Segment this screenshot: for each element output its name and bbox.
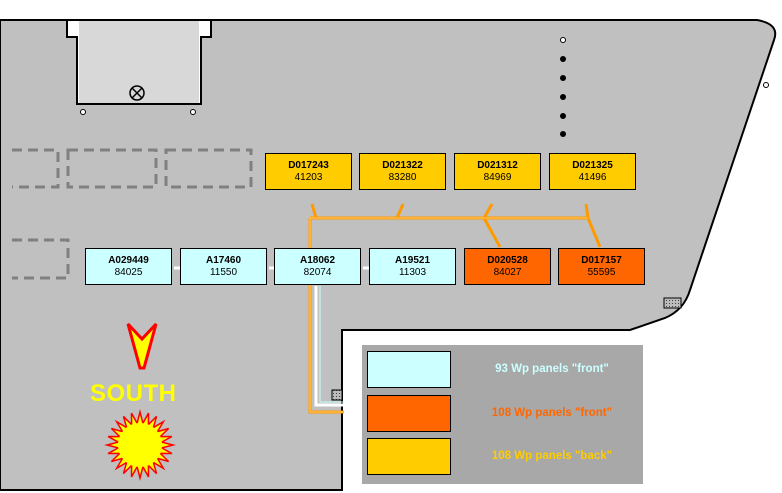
south-label: SOUTH xyxy=(90,380,177,407)
panel-id: D021325 xyxy=(572,160,613,171)
panel-id: A19521 xyxy=(394,255,431,266)
legend-label-front93: 93 Wp panels "front" xyxy=(495,363,609,375)
panel-number: 84027 xyxy=(493,267,522,278)
legend: 93 Wp panels "front" 108 Wp panels "fron… xyxy=(361,344,643,484)
panel-number: 84025 xyxy=(114,267,143,278)
legend-swatch-back108 xyxy=(367,438,451,475)
panel-number: 11303 xyxy=(398,267,427,278)
cross-circle-icon xyxy=(129,85,145,101)
panel-number: 11550 xyxy=(209,267,238,278)
panel-id: D021322 xyxy=(382,160,423,171)
panel-number: 41203 xyxy=(294,172,323,183)
panel-id: A029449 xyxy=(108,255,149,266)
legend-label-back108: 108 Wp panels "back" xyxy=(491,450,613,462)
sun-icon xyxy=(104,409,176,481)
panel-number: 55595 xyxy=(587,267,616,278)
panel-number: 41496 xyxy=(578,172,607,183)
panel-number: 83280 xyxy=(388,172,417,183)
panel-id: D021312 xyxy=(477,160,518,171)
panel-number: 84969 xyxy=(483,172,512,183)
legend-label-front108: 108 Wp panels "front" xyxy=(491,407,613,419)
south-arrow-icon xyxy=(126,322,158,370)
inverter-box xyxy=(331,389,343,401)
legend-swatch-front108 xyxy=(367,395,451,432)
panel-id: A18062 xyxy=(299,255,336,266)
panel-number: 82074 xyxy=(303,267,332,278)
panel-id: A17460 xyxy=(205,255,242,266)
panel-id: D020528 xyxy=(487,255,528,266)
panel-id: D017157 xyxy=(581,255,622,266)
empty-panel-slots xyxy=(12,148,253,280)
dots-column xyxy=(560,37,769,137)
panel-id: D017243 xyxy=(288,160,329,171)
legend-swatch-front93 xyxy=(367,351,451,388)
